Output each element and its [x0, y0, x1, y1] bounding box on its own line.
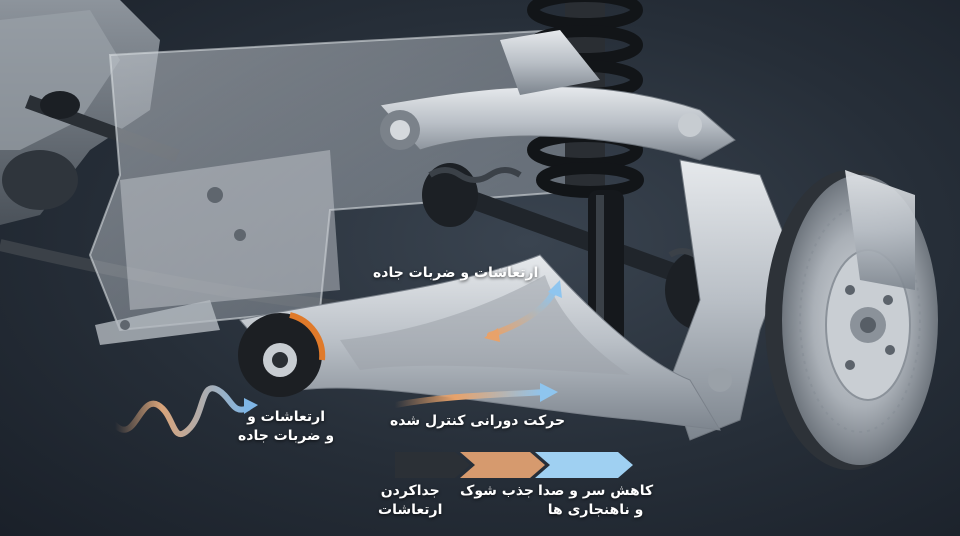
label-stage-shock-absorption: جذب شوک	[460, 483, 534, 499]
upper-control-arm	[379, 30, 736, 161]
stage-chevron-2	[460, 452, 545, 478]
rotation-arrow-icon	[392, 389, 548, 408]
stage-progression	[395, 452, 633, 478]
oscillation-arrowhead-up-icon	[548, 280, 562, 298]
oscillation-arrowhead-down-icon	[484, 328, 500, 342]
label-controlled-rotation: حرکت دورانی کنترل شده	[390, 413, 566, 429]
label-road-vibration-left: ارتعاشات و و ضربات جاده	[238, 409, 335, 444]
oscillation-arrow-icon	[487, 287, 558, 338]
label-road-vibration-top: ارتعاشات و ضربات جاده	[373, 265, 539, 281]
rubber-bushing	[238, 312, 326, 397]
vibration-wave-icon	[112, 385, 251, 438]
brake-disc	[765, 170, 938, 470]
steering-knuckle	[669, 159, 791, 441]
stage-chevron-1	[395, 452, 470, 478]
label-stage-isolation: جداکردن ارتعاشات	[378, 483, 443, 518]
rotation-arrowhead-icon	[540, 383, 558, 402]
lower-control-arm	[239, 254, 721, 431]
vibration-arrowhead-icon	[244, 398, 258, 414]
label-stage-noise-reduction: کاهش سر و صدا و ناهنجاری ها	[538, 483, 654, 518]
stage-chevron-3	[535, 452, 633, 478]
